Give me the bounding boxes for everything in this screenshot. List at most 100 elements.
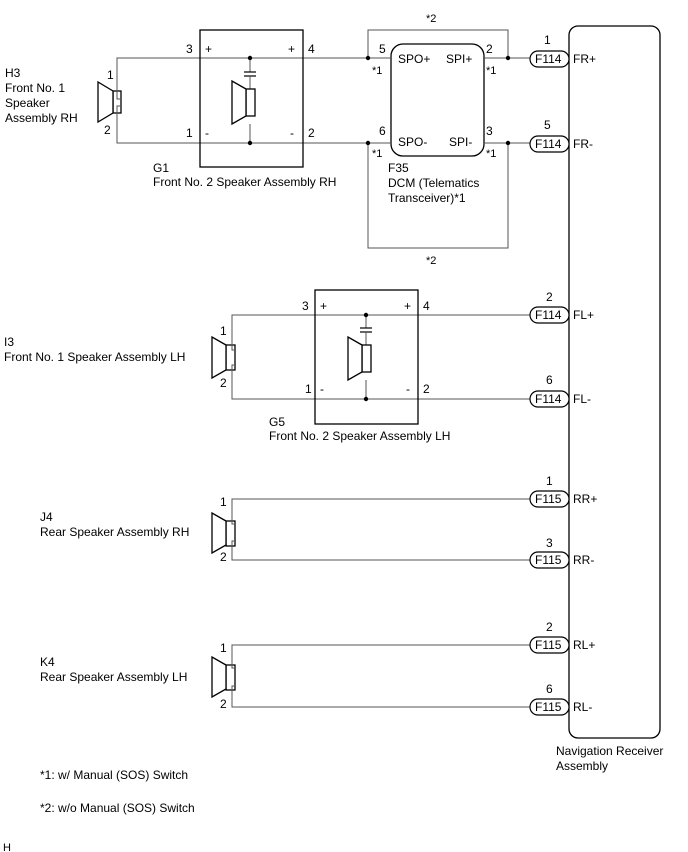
dcm-spo-plus: SPO+ xyxy=(398,52,430,66)
wire-h3-minus xyxy=(116,105,368,144)
h3-pin-2: 2 xyxy=(104,123,111,137)
fl-minus-pin: 6 xyxy=(546,373,553,387)
note-1: *1: w/ Manual (SOS) Switch xyxy=(40,768,188,782)
terminal-rr-minus: RR- xyxy=(573,553,594,567)
terminal-rr-plus: RR+ xyxy=(573,492,597,506)
dcm-pin-6: 6 xyxy=(379,124,386,138)
wire-bypass-bottom xyxy=(367,143,509,249)
g5-plus-right: + xyxy=(404,299,411,313)
g5-box xyxy=(314,289,419,425)
g5-minus-left: - xyxy=(320,382,324,396)
terminal-fr-plus: FR+ xyxy=(573,52,596,66)
g1-speaker-icon xyxy=(231,79,256,126)
bypass-note-top: *2 xyxy=(426,13,436,25)
dcm-pin-3: 3 xyxy=(486,124,493,138)
terminal-fl-plus: FL+ xyxy=(573,308,594,322)
wire-bypass-top xyxy=(367,29,509,58)
k4-label: Rear Speaker Assembly LH xyxy=(40,670,187,684)
g1-junction-bottom xyxy=(247,140,253,146)
j4-speaker-icon xyxy=(211,511,236,555)
g5-pin-2: 2 xyxy=(423,382,430,396)
g5-label: Front No. 2 Speaker Assembly LH xyxy=(269,429,450,443)
fr-plus-pin: 1 xyxy=(544,33,551,47)
connector-f114-fr-minus-label: F114 xyxy=(535,137,562,151)
h3-code: H3 xyxy=(5,66,21,80)
connector-f114-fl-minus-label: F114 xyxy=(535,392,562,406)
g1-box xyxy=(199,29,304,168)
g1-junction-top xyxy=(247,55,253,61)
navigation-receiver-label-1: Navigation Receiver xyxy=(556,744,663,758)
h3-pin-1: 1 xyxy=(107,68,114,82)
footer-mark: H xyxy=(3,842,11,852)
connector-f115-rr-plus xyxy=(529,490,570,508)
dcm-pin-5: 5 xyxy=(379,42,386,56)
terminal-rl-plus: RL+ xyxy=(573,638,595,652)
g5-speaker-icon xyxy=(347,335,372,382)
dcm-pin-2: 2 xyxy=(486,42,493,56)
g1-pin-1: 1 xyxy=(186,126,193,140)
i3-speaker-icon xyxy=(211,335,236,380)
wire-j4-minus xyxy=(231,540,530,561)
connector-f115-rr-minus xyxy=(529,551,570,569)
g5-junction-top xyxy=(363,312,369,318)
h3-label-3: Assembly RH xyxy=(5,111,78,125)
wire-i3-minus xyxy=(231,364,530,400)
dcm-note-star1-bl: *1 xyxy=(372,148,382,160)
j4-code: J4 xyxy=(40,510,53,524)
f35-label-1: DCM (Telematics xyxy=(388,176,479,190)
j4-label: Rear Speaker Assembly RH xyxy=(40,525,189,539)
k4-pin-1: 1 xyxy=(220,641,227,655)
connector-f115-rl-minus-label: F115 xyxy=(535,700,562,714)
rl-plus-pin: 2 xyxy=(546,620,553,634)
k4-pin-2: 2 xyxy=(220,697,227,711)
i3-pin-2: 2 xyxy=(220,376,227,390)
rr-minus-pin: 3 xyxy=(546,536,553,550)
bypass-note-bottom: *2 xyxy=(426,255,436,267)
junction-508-143 xyxy=(505,140,511,146)
g1-plus-left: + xyxy=(205,42,212,56)
terminal-rl-minus: RL- xyxy=(573,700,592,714)
g1-pin-2: 2 xyxy=(308,126,315,140)
junction-508-58 xyxy=(505,55,511,61)
g1-pin-4: 4 xyxy=(308,42,315,56)
connector-f114-fr-minus xyxy=(529,135,570,153)
connector-f114-fr-plus-label: F114 xyxy=(535,52,562,66)
g1-pin-3: 3 xyxy=(186,42,193,56)
f35-dcm-box xyxy=(390,43,485,157)
terminal-fr-minus: FR- xyxy=(573,137,593,151)
connector-f114-fl-plus xyxy=(529,306,570,324)
i3-code: I3 xyxy=(4,335,14,349)
connector-f115-rl-minus xyxy=(529,698,570,716)
g1-code: G1 xyxy=(153,161,169,175)
j4-pin-2: 2 xyxy=(220,550,227,564)
h3-label-1: Front No. 1 xyxy=(5,81,65,95)
wire-i3-plus xyxy=(231,314,530,351)
g5-pin-4: 4 xyxy=(423,299,430,313)
connector-f114-fl-plus-label: F114 xyxy=(535,308,562,322)
fl-plus-pin: 2 xyxy=(546,290,553,304)
g5-pin-1: 1 xyxy=(305,382,312,396)
wire-k4-minus xyxy=(231,685,530,708)
connector-f114-fr-plus xyxy=(529,50,570,68)
wire-k4-plus xyxy=(231,644,530,669)
dcm-note-star1-tl: *1 xyxy=(372,65,382,77)
dcm-spi-minus: SPI- xyxy=(449,135,472,149)
rl-minus-pin: 6 xyxy=(546,682,553,696)
j4-pin-1: 1 xyxy=(220,495,227,509)
connector-f115-rl-plus xyxy=(529,636,570,654)
h3-label-2: Speaker xyxy=(5,96,50,110)
junction-368-58 xyxy=(365,55,371,61)
i3-pin-1: 1 xyxy=(220,324,227,338)
g1-plus-right: + xyxy=(288,42,295,56)
navigation-receiver-label-2: Assembly xyxy=(556,759,608,773)
g1-label: Front No. 2 Speaker Assembly RH xyxy=(153,175,336,189)
junction-368-143 xyxy=(365,140,371,146)
dcm-note-star1-br: *1 xyxy=(486,148,496,160)
k4-code: K4 xyxy=(40,655,55,669)
g5-junction-bottom xyxy=(363,396,369,402)
g1-minus-right: - xyxy=(290,126,294,140)
g5-code: G5 xyxy=(269,415,285,429)
note-2: *2: w/o Manual (SOS) Switch xyxy=(40,801,195,815)
